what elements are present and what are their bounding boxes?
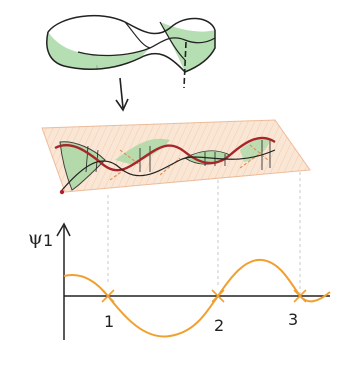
band-left-shade (46, 32, 150, 70)
y-axis-arrowhead (56, 222, 71, 237)
y-axis-subscript: 1 (43, 231, 53, 250)
strip-lobe-right (240, 138, 270, 162)
plane-hatch (42, 120, 310, 192)
strip-endpoint (59, 189, 65, 195)
flattened-strip (41, 119, 311, 195)
tick-label-3: 3 (288, 310, 298, 329)
tick-label-2: 2 (214, 316, 224, 335)
band-right-shade (160, 22, 215, 72)
band-bottom-edge (46, 30, 216, 73)
band-twist (124, 21, 186, 61)
strip-cross-lines (109, 144, 269, 181)
psi-graph: ψ 1 1 2 3 (28, 222, 331, 340)
band-cut-line (183, 41, 187, 89)
tick-label-1: 1 (104, 312, 114, 331)
zero-crossing-markers (101, 289, 307, 303)
guide-lines (107, 172, 301, 295)
mobius-band-icon (46, 14, 218, 89)
strip-lobe-left (59, 141, 106, 191)
band-top-edge (47, 14, 216, 35)
down-arrow-icon (115, 77, 129, 112)
band-crossing (77, 37, 216, 57)
strip-edge-lower (61, 149, 276, 191)
y-axis-label: ψ (28, 227, 43, 249)
strip-lobe-mid-top (115, 138, 170, 164)
strip-wave-curve (54, 136, 276, 172)
